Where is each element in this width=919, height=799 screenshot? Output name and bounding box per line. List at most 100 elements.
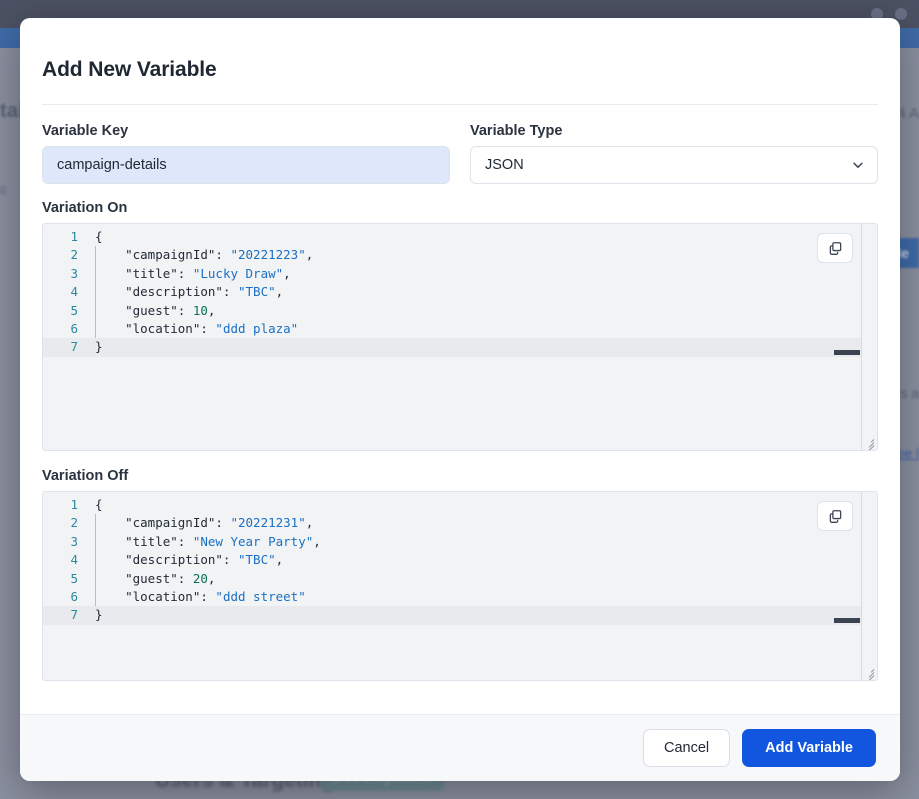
dialog-title: Add New Variable	[42, 58, 217, 81]
token-punct: ,	[275, 284, 284, 300]
code-line: 5 "guest": 20,	[43, 569, 877, 589]
header-divider	[42, 104, 878, 105]
cancel-button[interactable]: Cancel	[643, 729, 731, 767]
token-key: "campaignId":	[95, 515, 231, 531]
token-str: "ddd street"	[215, 588, 306, 604]
token-punct: ,	[313, 533, 321, 549]
token-str: "20221223"	[230, 247, 306, 263]
form-row: Variable Key Variable Type JSON	[42, 123, 878, 184]
token-key: "title":	[95, 533, 193, 549]
line-number: 6	[70, 320, 78, 336]
variable-key-label: Variable Key	[42, 123, 129, 139]
code-line: 2 "campaignId": "20221231",	[43, 514, 877, 534]
navbar-avatar-icon	[871, 8, 883, 20]
code-area[interactable]: 1{2 "campaignId": "20221231",3 "title": …	[43, 492, 877, 680]
horizontal-scrollbar[interactable]	[89, 349, 860, 358]
variable-type-group: Variable Type JSON	[470, 123, 878, 184]
code-text: "location": "ddd plaza"	[89, 319, 299, 339]
line-number: 5	[70, 570, 78, 586]
line-number: 2	[70, 247, 78, 263]
token-key: "location":	[95, 320, 216, 336]
code-line: 7}	[43, 338, 877, 357]
code-line: 4 "description": "TBC",	[43, 551, 877, 570]
copy-icon[interactable]	[817, 501, 853, 531]
code-area[interactable]: 1{2 "campaignId": "20221223",3 "title": …	[43, 224, 877, 450]
code-line: 3 "title": "New Year Party",	[43, 532, 877, 552]
token-punct: }	[95, 339, 103, 355]
code-text: "description": "TBC",	[89, 283, 284, 302]
scrollbar-thumb[interactable]	[834, 617, 860, 623]
code-editor[interactable]: 1{2 "campaignId": "20221231",3 "title": …	[42, 491, 878, 681]
token-punct: ,	[305, 515, 314, 531]
code-text: "description": "TBC",	[89, 551, 284, 570]
scrollbar-thumb[interactable]	[834, 349, 860, 355]
variable-type-select-wrap: JSON	[470, 146, 878, 184]
token-punct: {	[95, 497, 103, 512]
token-key: "location":	[95, 588, 216, 604]
token-str: "ddd plaza"	[215, 320, 299, 336]
token-key: "description":	[95, 552, 238, 568]
resize-handle[interactable]	[861, 665, 875, 680]
code-text: {	[89, 496, 103, 514]
add-variable-button[interactable]: Add Variable	[742, 729, 876, 767]
code-text: "guest": 10,	[89, 301, 216, 321]
code-line: 3 "title": "Lucky Draw",	[43, 264, 877, 284]
line-number: 4	[70, 552, 78, 568]
token-punct: ,	[207, 302, 216, 318]
token-punct: ,	[283, 265, 291, 281]
code-line: 2 "campaignId": "20221223",	[43, 246, 877, 266]
token-punct: }	[95, 607, 103, 623]
token-str: "20221231"	[230, 515, 306, 531]
code-text: "location": "ddd street"	[89, 587, 306, 607]
code-text: "campaignId": "20221223",	[89, 246, 314, 266]
dialog-footer: Cancel Add Variable	[20, 714, 900, 781]
resize-handle[interactable]	[861, 435, 875, 450]
variable-type-value: JSON	[485, 157, 524, 173]
token-key: "description":	[95, 284, 238, 300]
code-text: "guest": 20,	[89, 569, 216, 589]
token-punct: ,	[305, 247, 314, 263]
variable-key-group: Variable Key	[42, 123, 450, 184]
background-left-text: tai	[0, 100, 24, 122]
code-line: 5 "guest": 10,	[43, 301, 877, 321]
token-punct: ,	[207, 570, 216, 586]
line-number: 3	[70, 533, 78, 549]
code-text: "campaignId": "20221231",	[89, 514, 314, 534]
code-line: 1{	[43, 228, 877, 246]
code-line: 7}	[43, 606, 877, 625]
token-punct: {	[95, 229, 103, 244]
background-left-small-text: E	[0, 185, 8, 197]
line-number: 1	[70, 497, 78, 512]
token-key: "guest":	[95, 570, 193, 586]
line-number: 7	[70, 339, 78, 355]
add-new-variable-dialog: Add New Variable Variable Key Variable T…	[20, 18, 900, 781]
vertical-scrollbar[interactable]	[861, 492, 877, 680]
code-line: 1{	[43, 496, 877, 514]
line-number: 5	[70, 302, 78, 318]
background-right-link: ee l	[896, 445, 919, 461]
line-number: 1	[70, 229, 78, 244]
vertical-scrollbar[interactable]	[861, 224, 877, 450]
line-number: 4	[70, 284, 78, 300]
variable-type-select[interactable]: JSON	[470, 146, 878, 184]
variable-key-input[interactable]	[42, 146, 450, 184]
token-num: 20	[192, 570, 208, 586]
editor-label: Variation On	[42, 200, 128, 216]
token-punct: ,	[275, 552, 284, 568]
code-editor[interactable]: 1{2 "campaignId": "20221223",3 "title": …	[42, 223, 878, 451]
code-text: }	[89, 606, 103, 624]
background-right-text: 4 A	[897, 105, 919, 122]
token-str: "TBC"	[238, 552, 276, 568]
horizontal-scrollbar[interactable]	[89, 617, 860, 626]
editor-label: Variation Off	[42, 468, 129, 484]
code-text: }	[89, 338, 103, 356]
token-key: "guest":	[95, 302, 193, 318]
code-text: {	[89, 228, 103, 246]
navbar-menu-icon	[895, 8, 907, 20]
variable-type-label: Variable Type	[470, 123, 563, 139]
copy-icon[interactable]	[817, 233, 853, 263]
line-number: 2	[70, 515, 78, 531]
